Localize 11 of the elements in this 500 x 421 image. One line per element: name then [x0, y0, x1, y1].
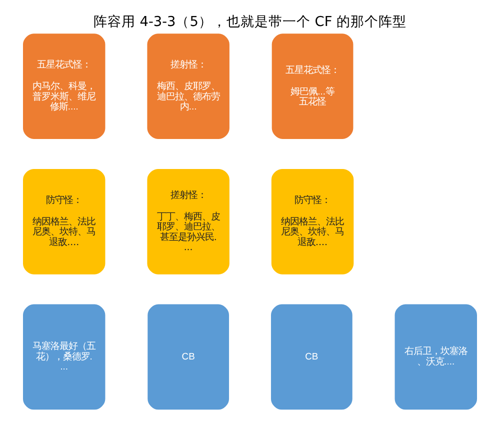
node-box: 右后卫，坎塞洛、沃克....	[394, 304, 477, 410]
node-box: 防守怪： 纳因格兰、法比尼奥、坎特、马退敌....	[271, 168, 354, 274]
diagram-title: 阵容用 4-3-3（5），也就是带一个 CF 的那个阵型	[93, 14, 407, 30]
node-box: 防守怪： 纳因格兰、法比尼奥、坎特、马退敌....	[23, 168, 106, 274]
node-box: CB	[148, 304, 230, 410]
node-box: 五星花式怪： 内马尔、科曼，普罗米斯、维尼修斯....	[23, 34, 106, 139]
node-box: 马塞洛最好（五花），桑德罗....	[23, 304, 106, 410]
node-box: 五星花式怪： 姆巴佩...等五花怪	[272, 34, 354, 139]
node-box: 搓射怪： 梅西、皮耶罗、迪巴拉、德布劳内...	[147, 34, 230, 139]
node-box: CB	[270, 304, 352, 410]
node-box: 搓射怪： 丁丁、梅西、皮耶罗、迪巴拉、甚至是孙兴民....	[147, 168, 230, 274]
